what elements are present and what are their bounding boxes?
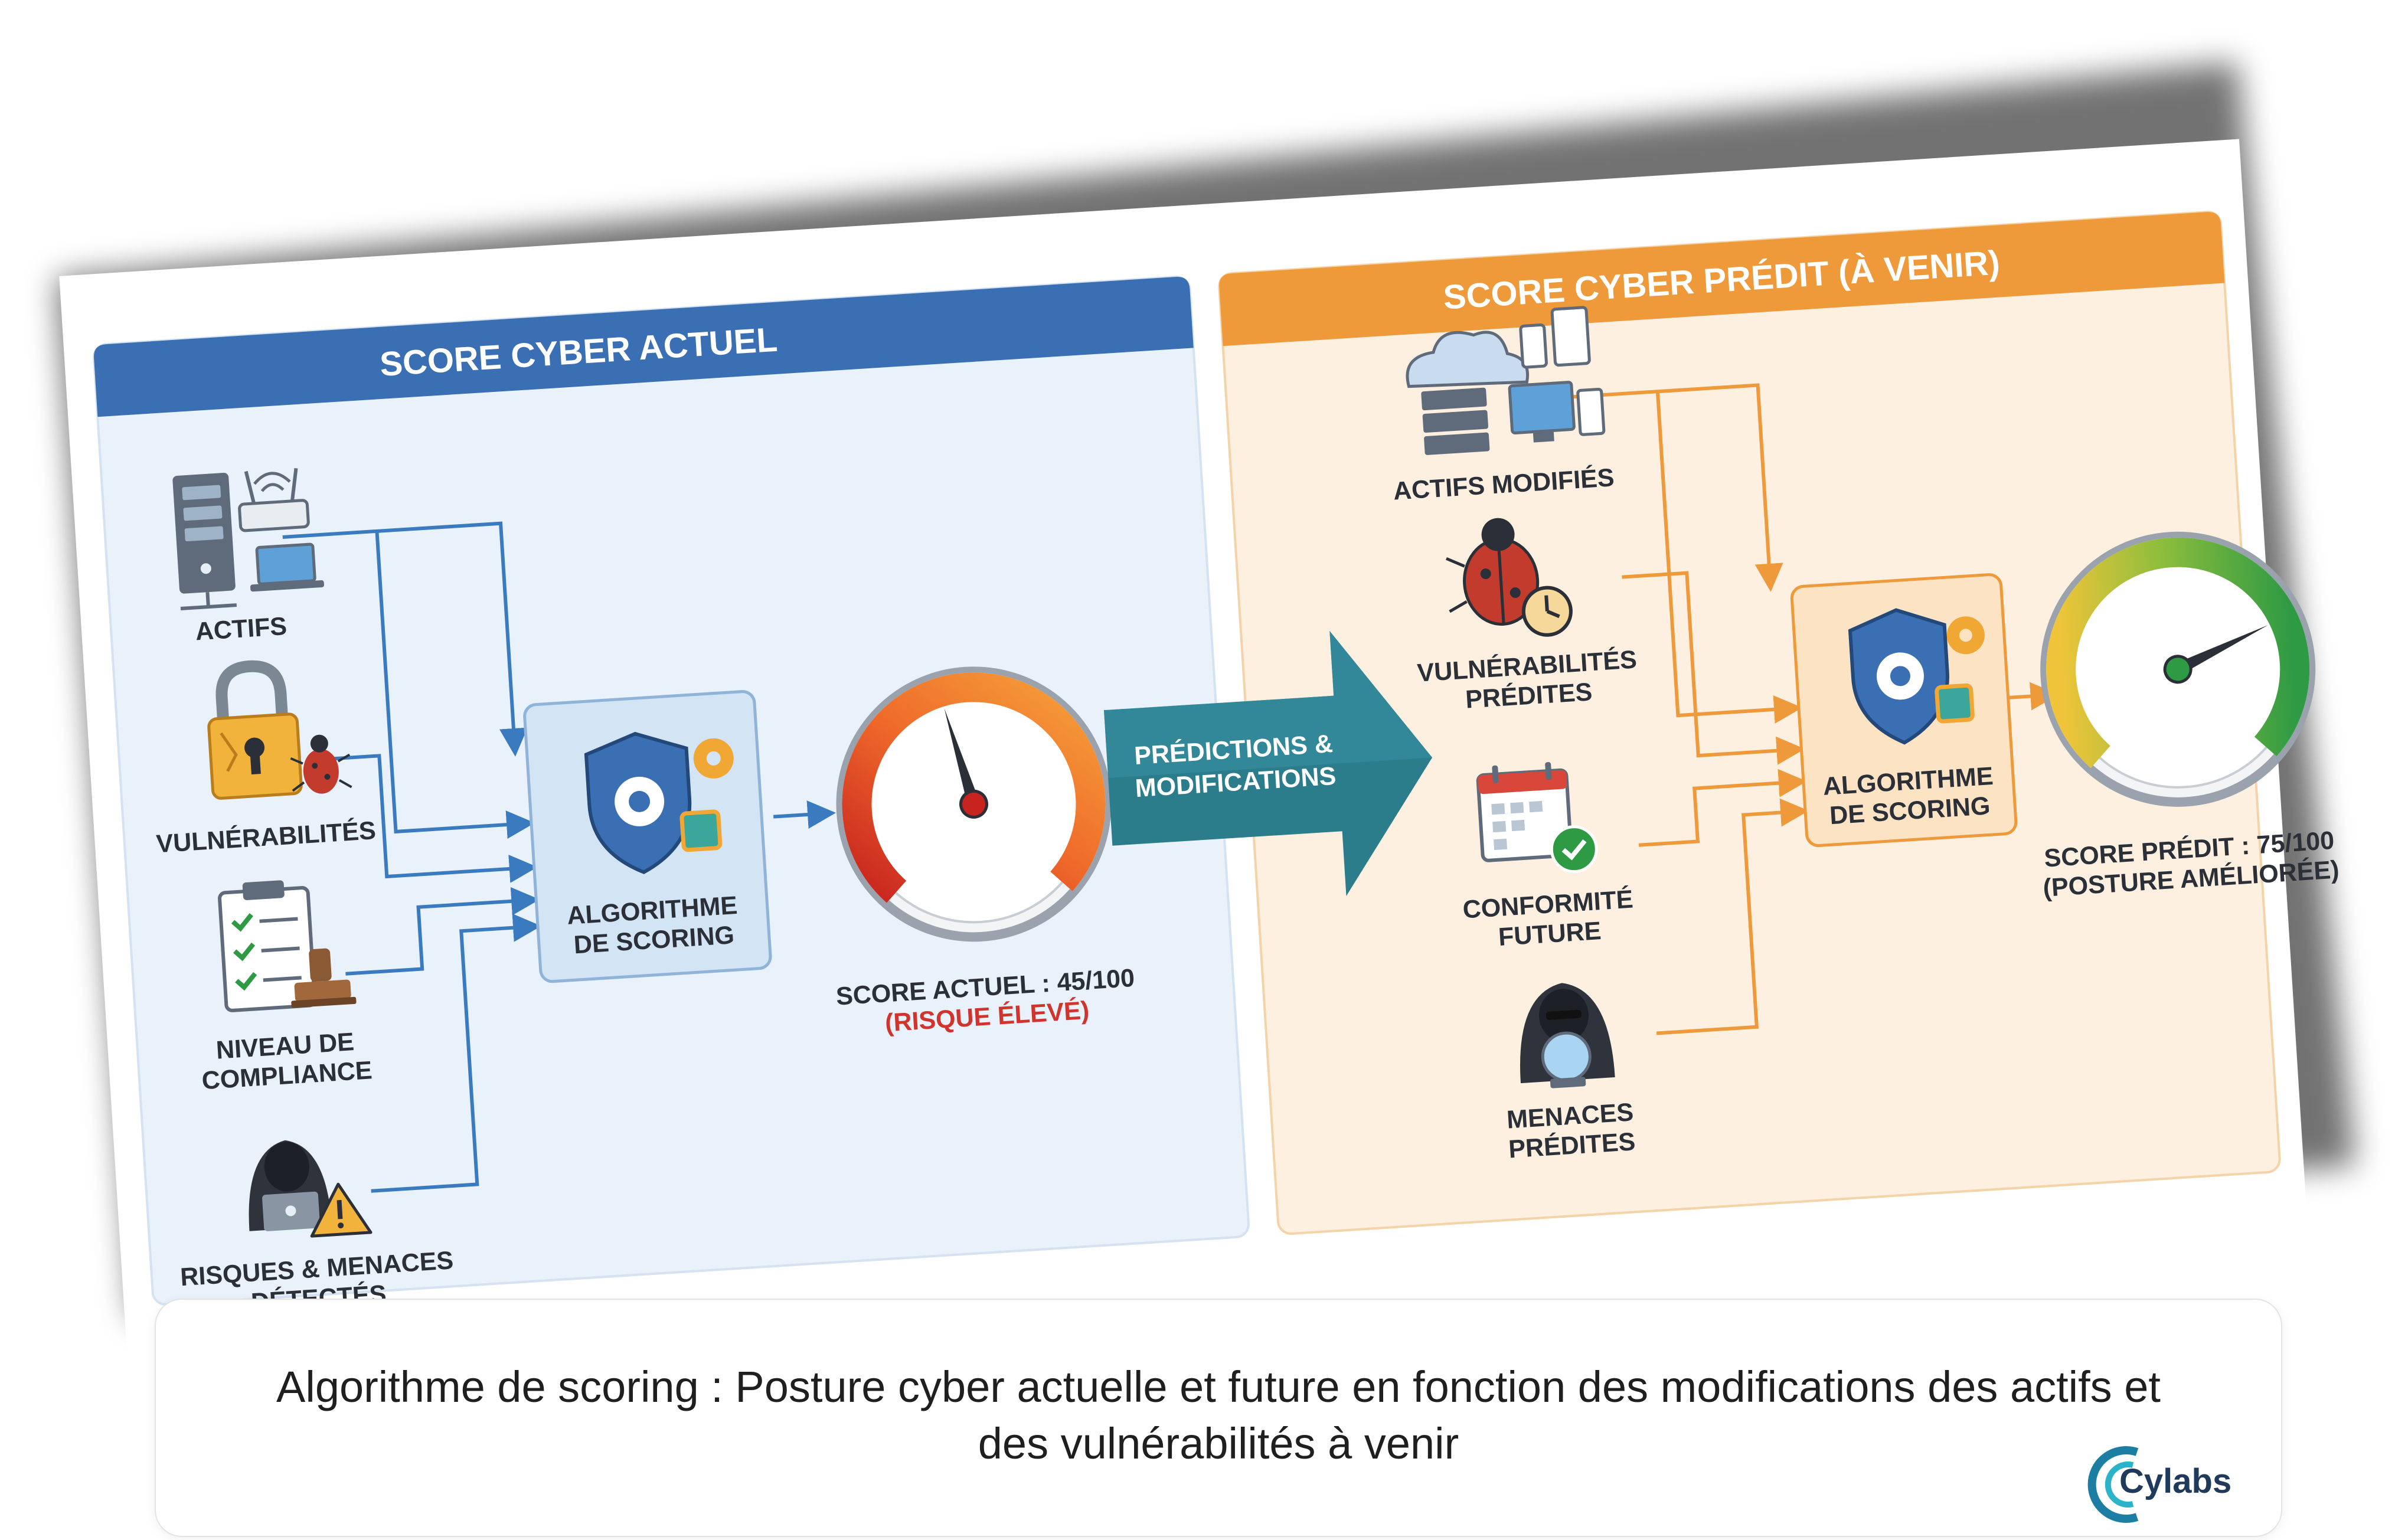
caption-line2: des vulnérabilités à venir (978, 1419, 1459, 1468)
hacker-warning-icon (249, 1140, 373, 1238)
future-input-compliance-line2: FUTURE (1498, 917, 1602, 952)
padlock-bug-icon (207, 660, 352, 800)
checklist-stamp-icon (218, 880, 357, 1012)
future-score-gauge (2040, 531, 2316, 807)
caption-card: Algorithme de scoring : Posture cyber ac… (155, 1299, 2282, 1537)
future-scoring-algorithm: ALGORITHME DE SCORING (1790, 573, 2018, 848)
future-gauge-arc (2046, 537, 2310, 769)
calendar-check-icon (1476, 762, 1598, 874)
server-network-icon (172, 467, 325, 611)
current-score-gauge (836, 666, 1112, 942)
current-gauge-needle (944, 708, 989, 819)
diagram-card: SCORE CYBER ACTUEL SCORE CYBER PRÉDIT (À… (59, 139, 2340, 1355)
cloud-devices-icon (1406, 306, 1606, 455)
future-gauge-needle (2163, 625, 2268, 684)
current-scoring-algorithm: ALGORITHME DE SCORING (523, 690, 772, 983)
cylabs-logo (2087, 1446, 2139, 1523)
predictions-transition-arrow: PRÉDICTIONS & MODIFICATIONS (1103, 630, 1433, 897)
bug-clock-icon (1445, 518, 1573, 637)
hacker-crystal-ball-icon (1520, 983, 1615, 1088)
current-gauge-arc (842, 672, 1106, 903)
current-input-assets-label: ACTIFS (194, 612, 287, 646)
shield-gear-icon (584, 731, 734, 874)
caption-text: Algorithme de scoring : Posture cyber ac… (191, 1359, 2246, 1472)
future-input-connectors (1540, 383, 2059, 1035)
cylabs-logo-text: Cylabs (2119, 1462, 2232, 1500)
shield-gear-icon (1848, 608, 1985, 745)
current-input-connectors (282, 521, 836, 1193)
caption-line1: Algorithme de scoring : Posture cyber ac… (276, 1362, 2161, 1411)
